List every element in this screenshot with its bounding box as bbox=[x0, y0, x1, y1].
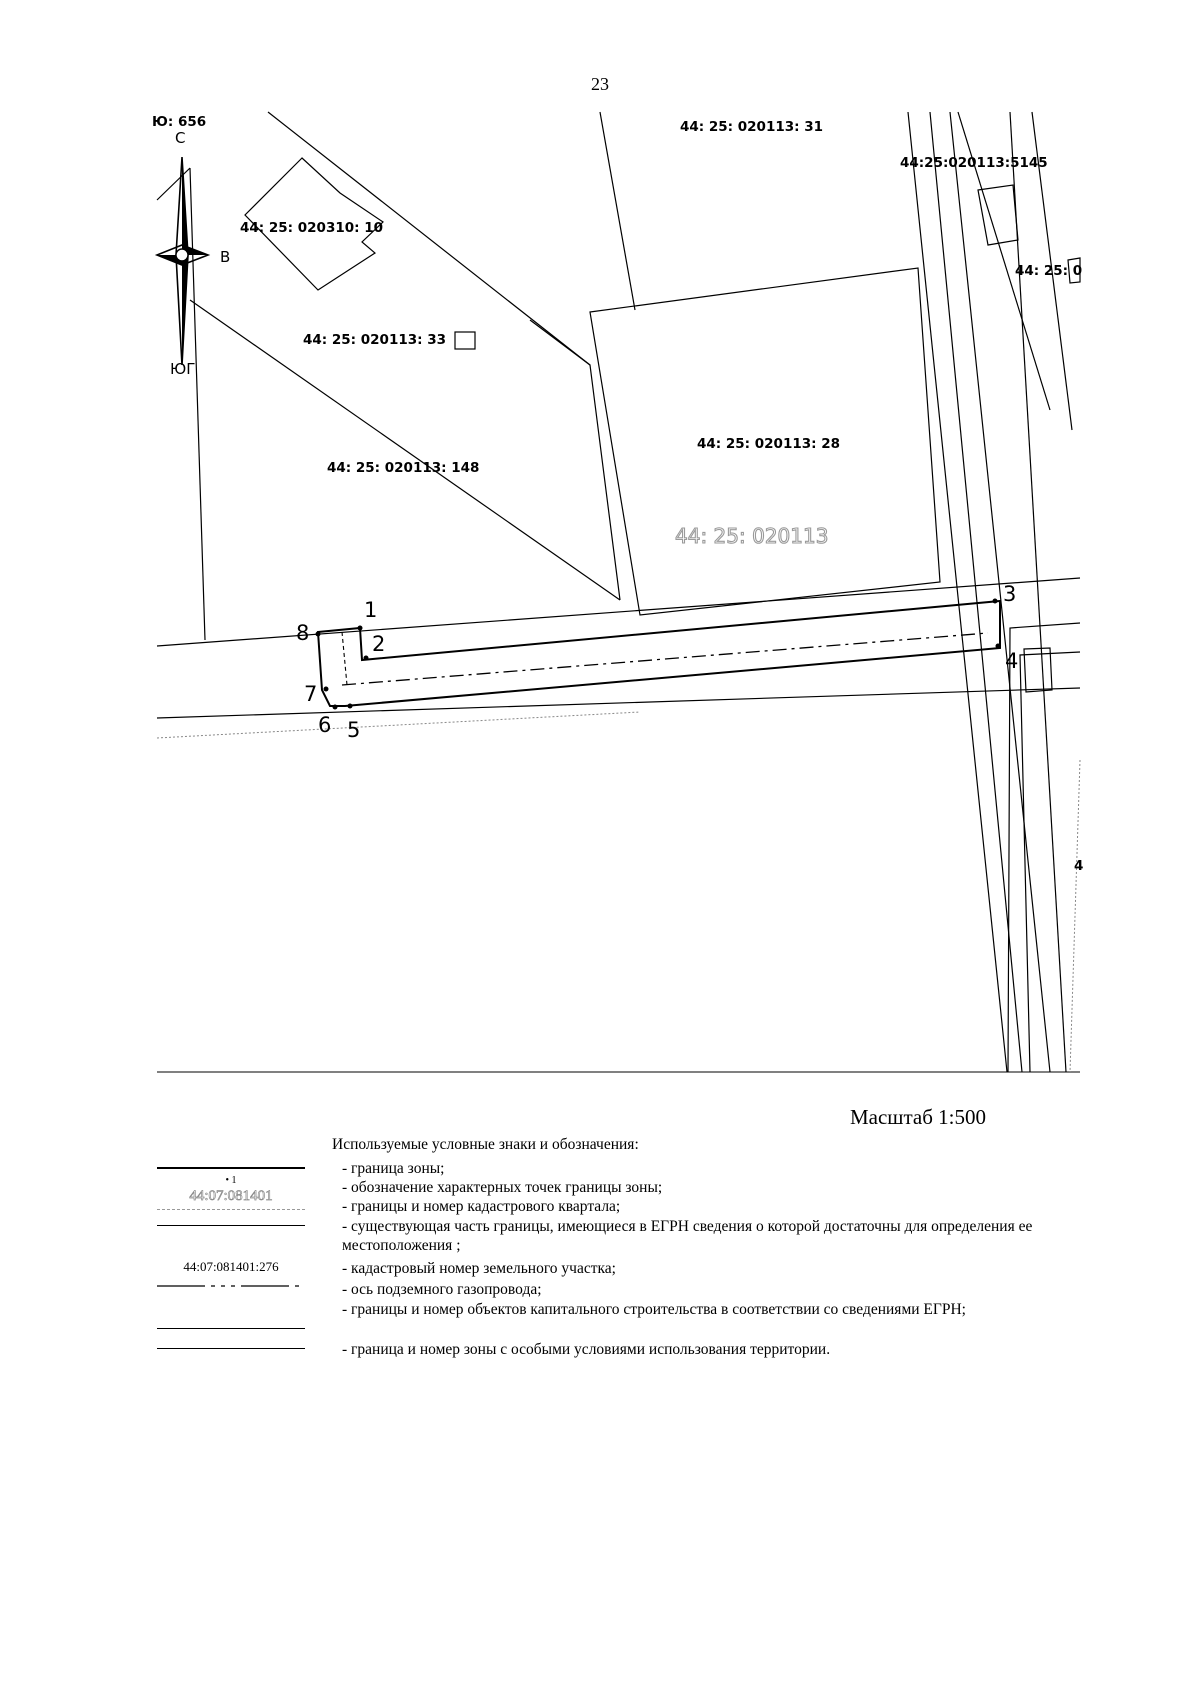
parcel-label-28: 44: 25: 020113: 28 bbox=[697, 436, 840, 452]
legend-text: - существующая часть границы, имеющиеся … bbox=[342, 1218, 1033, 1254]
legend-text: - граница зоны; bbox=[342, 1160, 445, 1177]
boundary-point-8 bbox=[315, 631, 321, 637]
parcel-label-31: 44: 25: 020113: 31 bbox=[680, 119, 823, 135]
compass-east-label: В bbox=[220, 248, 230, 266]
compass-south-label: ЮГ bbox=[170, 360, 195, 378]
map-scale: Масштаб 1:500 bbox=[849, 1105, 986, 1129]
road-line bbox=[929, 111, 1023, 1073]
gas-pipeline-symbol bbox=[157, 1285, 305, 1287]
zone-boundary bbox=[316, 599, 1001, 707]
quarter-label: 44: 25: 020113 bbox=[675, 524, 828, 548]
legend-text: - обозначение характерных точек границы … bbox=[342, 1179, 663, 1196]
building-box bbox=[1023, 647, 1053, 693]
parcel-28 bbox=[589, 267, 941, 616]
point-number-3: 3 bbox=[1003, 582, 1016, 606]
building-right bbox=[1067, 257, 1081, 284]
quarter-symbol: 44:07:081401 bbox=[189, 1188, 273, 1205]
parcel-boundary bbox=[529, 319, 621, 601]
road-line bbox=[949, 111, 1051, 1073]
boundary-point-2 bbox=[363, 655, 369, 661]
zone-inner bbox=[341, 631, 348, 686]
point-symbol: • 1 bbox=[225, 1175, 237, 1186]
right-road-block bbox=[1007, 622, 1081, 1073]
right-road-block bbox=[1019, 651, 1081, 1073]
parcel-boundary bbox=[267, 111, 591, 366]
boundary-point-4 bbox=[995, 643, 1001, 649]
point-number-1: 1 bbox=[364, 598, 377, 622]
quarter-boundary-dashed bbox=[1069, 759, 1081, 1073]
quarter-line-symbol bbox=[157, 1209, 305, 1210]
legend-text: - границы и номер кадастрового квартала; bbox=[342, 1198, 621, 1215]
corner-label: Ю: 656 bbox=[152, 114, 206, 130]
special-zone-symbol bbox=[157, 1348, 305, 1349]
point-number-5: 5 bbox=[347, 718, 360, 742]
cadastral-map: С В ЮГ Ю: 656 44: 25: 020113: 31 44:25:0… bbox=[152, 111, 1083, 1073]
parcel-boundary bbox=[599, 111, 636, 311]
existing-boundary-symbol bbox=[157, 1225, 305, 1226]
parcel-label-33: 44: 25: 020113: 33 bbox=[303, 332, 446, 348]
legend-text: - граница и номер зоны с особыми условия… bbox=[342, 1341, 831, 1358]
building-33 bbox=[454, 331, 476, 350]
parcel-symbol: 44:07:081401:276 bbox=[183, 1259, 279, 1274]
legend-text: - кадастровый номер земельного участка; bbox=[342, 1260, 616, 1277]
quarter-boundary-dashed bbox=[156, 711, 641, 739]
point-number-4: 4 bbox=[1005, 649, 1018, 673]
building-10 bbox=[244, 157, 384, 291]
building-boundary-symbol bbox=[157, 1328, 305, 1329]
parcel-boundary bbox=[189, 167, 206, 641]
compass-rose-icon bbox=[154, 156, 211, 366]
legend-title: Используемые условные знаки и обозначени… bbox=[332, 1136, 639, 1153]
parcel-label-148: 44: 25: 020113: 148 bbox=[327, 460, 479, 476]
road-edge-top bbox=[156, 577, 1081, 647]
building-5145 bbox=[977, 184, 1019, 246]
parcel-label-10: 44: 25: 020310: 10 bbox=[240, 220, 383, 236]
boundary-point-7 bbox=[323, 686, 329, 692]
parcel-boundary bbox=[189, 299, 621, 601]
road-line bbox=[907, 111, 1008, 1073]
parcel-boundary bbox=[156, 167, 191, 201]
boundary-point-6 bbox=[332, 704, 338, 710]
point-number-7: 7 bbox=[304, 682, 317, 706]
road-line bbox=[1009, 111, 1067, 1073]
zone-boundary-symbol bbox=[157, 1167, 305, 1169]
road-edge-bottom bbox=[156, 687, 1081, 719]
road-line bbox=[1031, 111, 1073, 431]
boundary-point-3 bbox=[992, 598, 998, 604]
parcel-label-5145: 44:25:020113:5145 bbox=[900, 155, 1048, 171]
legend-text: - ось подземного газопровода; bbox=[342, 1281, 542, 1298]
compass-north-label: С bbox=[175, 129, 185, 147]
page-number: 23 bbox=[591, 74, 609, 94]
parcel-label-right: 44: 25: 0 bbox=[1015, 263, 1082, 279]
gas-pipeline-axis bbox=[341, 632, 989, 686]
parcel-label-edge: 4 bbox=[1074, 858, 1083, 874]
point-number-2: 2 bbox=[372, 632, 385, 656]
legend-text: - границы и номер объектов капитального … bbox=[342, 1301, 966, 1318]
point-number-6: 6 bbox=[318, 713, 331, 737]
road-line bbox=[957, 111, 1051, 411]
boundary-point-5 bbox=[347, 703, 353, 709]
boundary-point-1 bbox=[357, 625, 363, 631]
point-number-8: 8 bbox=[296, 621, 309, 645]
